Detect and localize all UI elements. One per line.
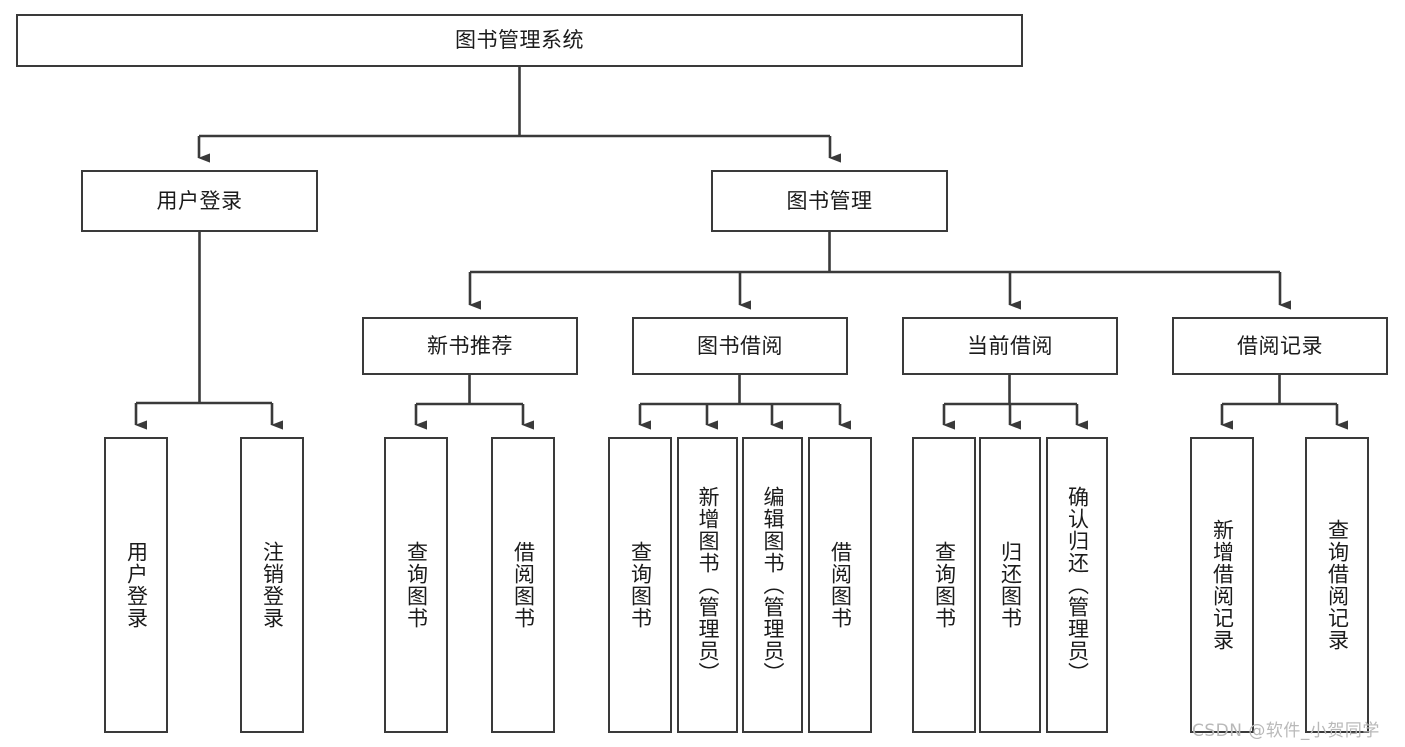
leaf-borrow-edit-book-admin[interactable]: 编辑图书（管理员） <box>742 437 803 733</box>
node-label: 借阅图书 <box>511 541 536 629</box>
node-label: 用户登录 <box>124 541 149 629</box>
node-label: 新书推荐 <box>427 333 513 358</box>
node-label: 当前借阅 <box>967 333 1053 358</box>
node-label: 借阅图书 <box>828 541 853 629</box>
node-label: 借阅记录 <box>1237 333 1323 358</box>
leaf-recommend-borrow-book[interactable]: 借阅图书 <box>491 437 555 733</box>
node-borrow-record[interactable]: 借阅记录 <box>1172 317 1388 375</box>
node-label: 注销登录 <box>260 541 285 629</box>
leaf-borrow-add-book-admin[interactable]: 新增图书（管理员） <box>677 437 738 733</box>
node-new-book-recommend[interactable]: 新书推荐 <box>362 317 578 375</box>
node-label: 图书管理系统 <box>455 28 584 53</box>
node-book-management[interactable]: 图书管理 <box>711 170 948 232</box>
node-root-system[interactable]: 图书管理系统 <box>16 14 1023 67</box>
leaf-current-return-book[interactable]: 归还图书 <box>979 437 1041 733</box>
leaf-current-query-book[interactable]: 查询图书 <box>912 437 976 733</box>
node-label: 编辑图书（管理员） <box>760 486 785 684</box>
leaf-borrow-query-book[interactable]: 查询图书 <box>608 437 672 733</box>
node-label: 确认归还（管理员） <box>1065 486 1090 684</box>
node-label: 查询借阅记录 <box>1325 519 1350 651</box>
leaf-record-query-record[interactable]: 查询借阅记录 <box>1305 437 1369 733</box>
leaf-borrow-borrow-book[interactable]: 借阅图书 <box>808 437 872 733</box>
node-label: 归还图书 <box>998 541 1023 629</box>
leaf-recommend-query-book[interactable]: 查询图书 <box>384 437 448 733</box>
node-label: 查询图书 <box>628 541 653 629</box>
leaf-current-confirm-return-admin[interactable]: 确认归还（管理员） <box>1046 437 1108 733</box>
node-label: 用户登录 <box>156 188 243 213</box>
node-current-borrow[interactable]: 当前借阅 <box>902 317 1118 375</box>
node-label: 新增借阅记录 <box>1210 519 1235 651</box>
node-label: 新增图书（管理员） <box>695 486 720 684</box>
node-user-login[interactable]: 用户登录 <box>81 170 318 232</box>
node-label: 图书借阅 <box>697 333 783 358</box>
leaf-user-login-login[interactable]: 用户登录 <box>104 437 168 733</box>
node-label: 查询图书 <box>404 541 429 629</box>
leaf-user-login-logout[interactable]: 注销登录 <box>240 437 304 733</box>
node-label: 查询图书 <box>932 541 957 629</box>
node-book-borrow[interactable]: 图书借阅 <box>632 317 848 375</box>
leaf-record-add-record[interactable]: 新增借阅记录 <box>1190 437 1254 733</box>
node-label: 图书管理 <box>786 188 873 213</box>
